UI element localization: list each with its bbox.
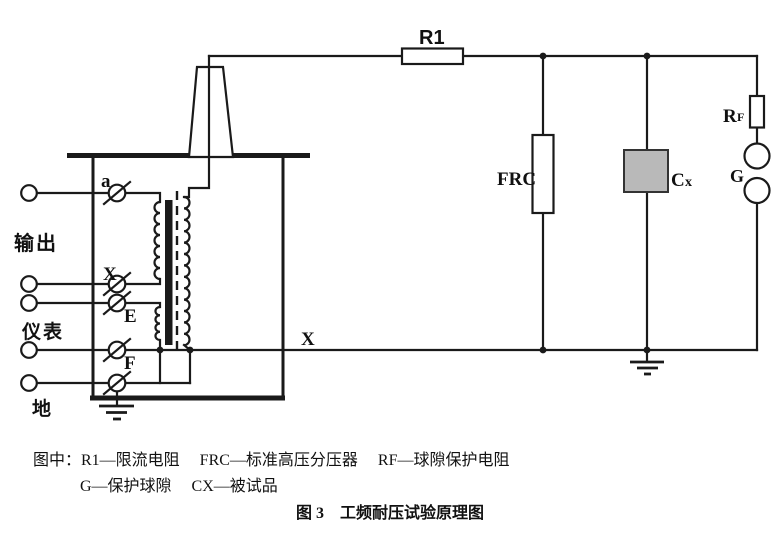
transformer-core <box>165 200 173 345</box>
label-cx-main: C <box>671 170 685 191</box>
label-terminal-e: E <box>124 306 137 327</box>
port-circle-x <box>20 275 38 293</box>
port-circle-gnd <box>20 374 38 392</box>
tap-terminal-f <box>102 337 132 363</box>
legend-line-1: 图中：R1—限流电阻 FRC—标准高压分压器 RF—球隙保护电阻 <box>33 452 510 469</box>
label-terminal-x: X <box>103 264 117 285</box>
hv-lead <box>182 54 211 199</box>
label-x-bus: X <box>301 329 315 350</box>
junction-dot <box>539 346 547 354</box>
resistor-r1 <box>400 47 465 66</box>
label-rf-sub: F <box>737 110 744 124</box>
label-g: G <box>730 166 744 186</box>
label-terminal-f: F <box>124 353 136 374</box>
label-cx-sub: x <box>685 175 692 190</box>
label-port-output: 输出 <box>14 231 58 255</box>
label-frc: FRC <box>497 169 536 190</box>
port-circle-e <box>20 294 38 312</box>
junction-dot <box>186 346 194 354</box>
ground-symbol-bus <box>630 348 664 376</box>
tap-terminal-a <box>102 180 132 206</box>
legend-line-2: G—保护球隙 CX—被试品 <box>80 478 278 495</box>
secondary-winding <box>183 195 191 347</box>
label-r1: R1 <box>419 27 445 49</box>
port-circle-f <box>20 341 38 359</box>
label-port-ground: 地 <box>32 397 51 420</box>
primary-winding <box>153 200 161 281</box>
junction-dot <box>643 52 651 60</box>
capacitor-cx <box>623 149 669 193</box>
wire-terminal-x <box>35 277 162 286</box>
bushing <box>187 65 235 159</box>
junction-dot <box>539 52 547 60</box>
label-rf-main: R <box>723 106 737 127</box>
label-port-meter: 仪表 <box>21 320 64 343</box>
tap-terminal-gnd <box>102 370 132 396</box>
label-terminal-a: a <box>101 171 111 192</box>
sphere-gap-lower <box>743 176 771 205</box>
ground-symbol-transformer <box>99 404 134 421</box>
resistor-rf <box>748 94 766 129</box>
port-circle-a <box>20 184 38 202</box>
e-winding <box>154 305 161 342</box>
figure-caption: 图 3 工频耐压试验原理图 <box>296 505 485 522</box>
sphere-gap-upper <box>743 142 771 170</box>
tap-terminal-e <box>102 290 132 316</box>
divider-frc <box>531 133 555 215</box>
wire-terminal-e <box>35 301 162 309</box>
tap-terminal-x <box>102 271 132 297</box>
junction-dot <box>156 346 164 354</box>
wire-terminal-a <box>35 191 162 204</box>
